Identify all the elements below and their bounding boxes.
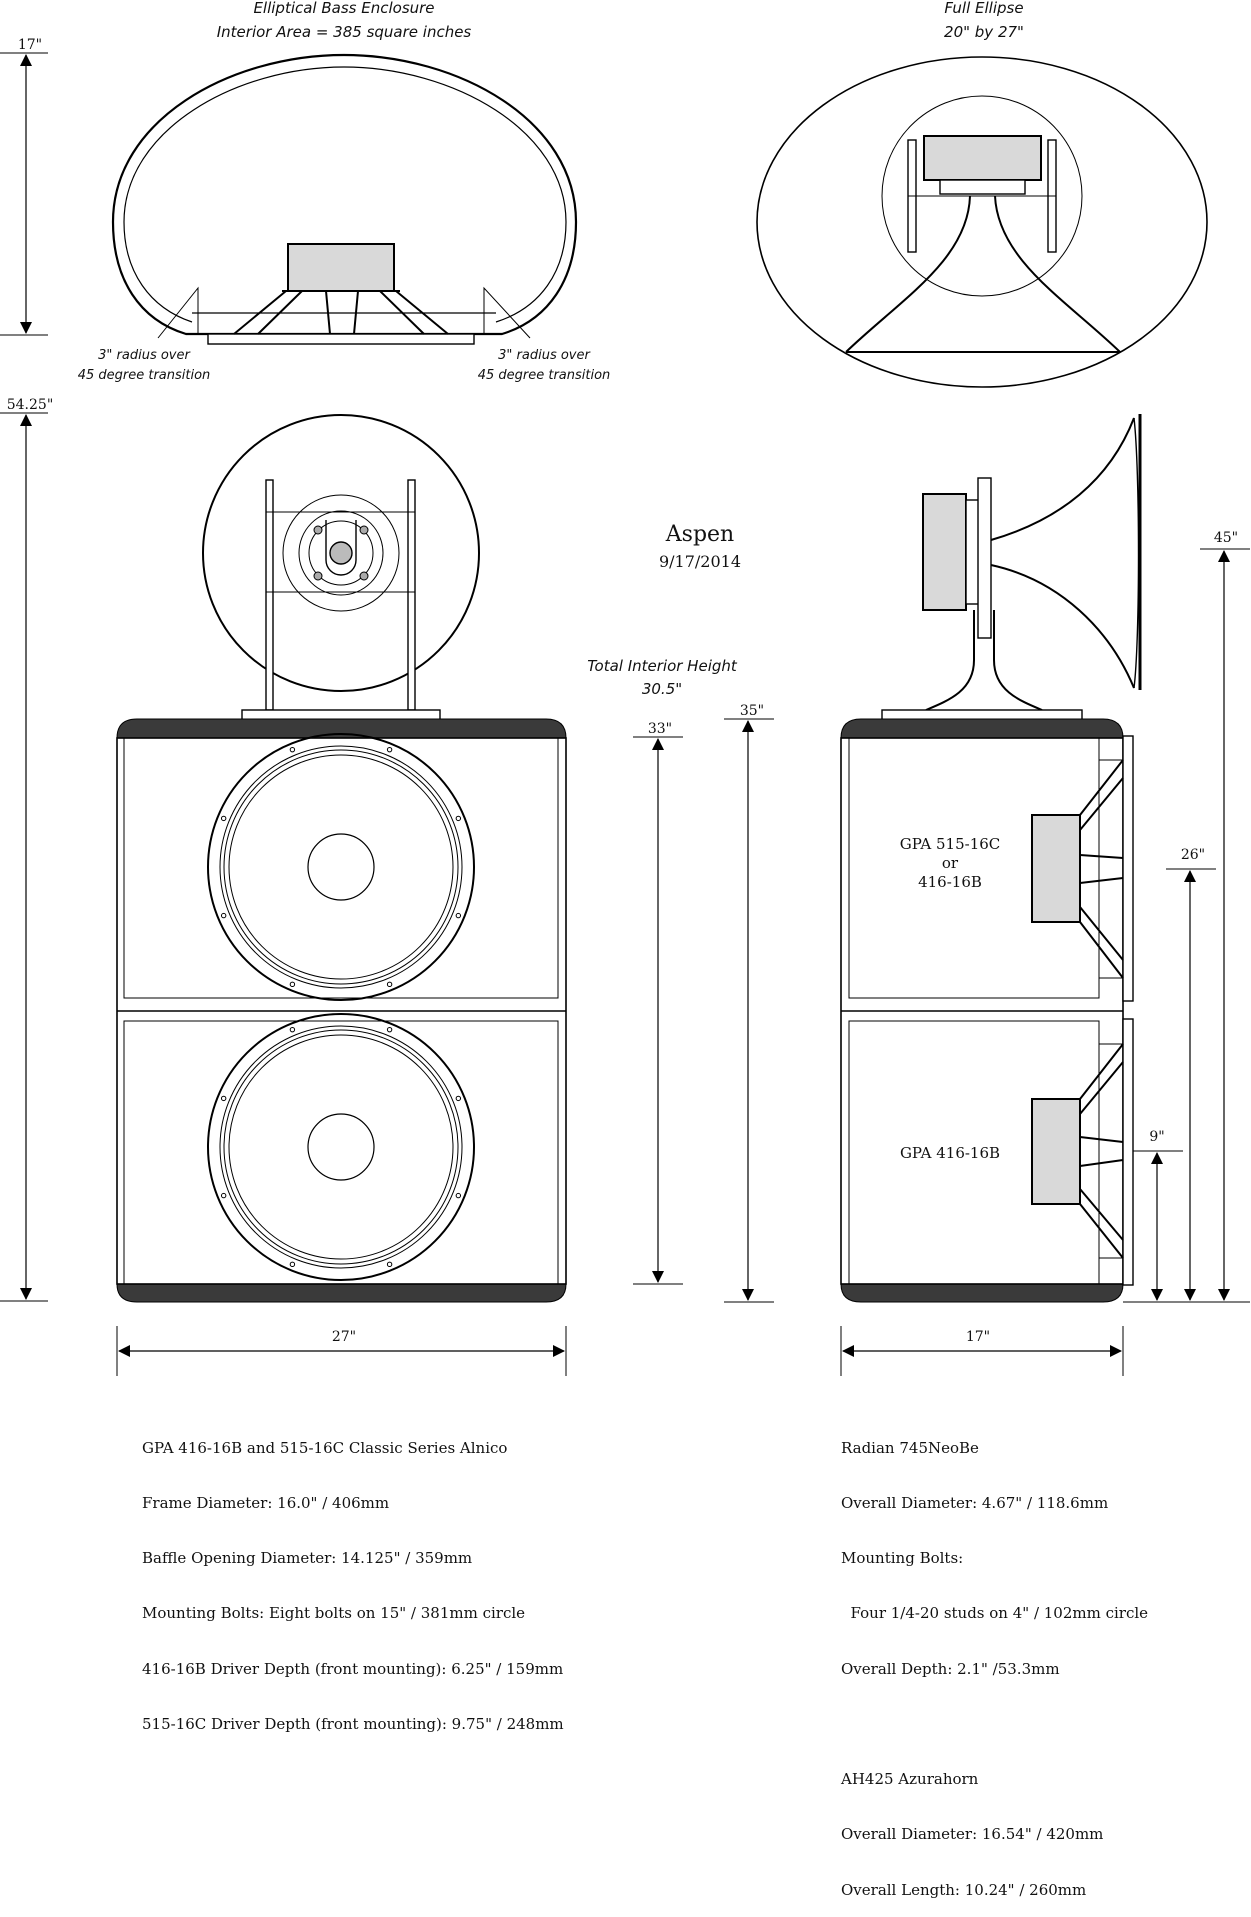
dimension-total-height: 54.25" xyxy=(0,397,54,1302)
dimension-26: 26" xyxy=(1166,847,1216,1301)
note-left-line2: 45 degree transition xyxy=(78,368,211,383)
dim-26-label: 26" xyxy=(1181,847,1205,863)
dimension-35: 35" xyxy=(724,703,774,1303)
bolt-hole xyxy=(455,1192,462,1199)
bolt-hole xyxy=(386,746,393,753)
bolt-hole xyxy=(220,815,227,822)
bolt-hole xyxy=(220,1192,227,1199)
upper-driver-label-3: 416-16B xyxy=(918,873,982,891)
spec-left-line: 515-16C Driver Depth (front mounting): 9… xyxy=(142,1714,564,1733)
ellipse-title: Full Ellipse xyxy=(944,0,1023,17)
side-view: GPA 515-16C or 416-16B GPA 416-16B xyxy=(840,414,1142,1303)
project-date: 9/17/2014 xyxy=(659,552,741,571)
spec-left-line: GPA 416-16B and 515-16C Classic Series A… xyxy=(142,1438,508,1457)
bolt-hole xyxy=(386,1261,393,1268)
dim-total-height-label: 54.25" xyxy=(7,397,54,413)
spec-left-line: 416-16B Driver Depth (front mounting): 6… xyxy=(142,1659,564,1678)
woofer-bolts xyxy=(220,746,462,1268)
interior-height-label: Total Interior Height xyxy=(587,657,738,675)
dimension-9: 9" xyxy=(1133,1129,1183,1301)
elliptical-enclosure-section: Elliptical Bass Enclosure Interior Area … xyxy=(78,0,611,383)
dimension-17-side: 17" xyxy=(840,1326,1124,1376)
spec-left-line: Frame Diameter: 16.0" / 406mm xyxy=(142,1494,390,1513)
dim-35-label: 35" xyxy=(740,703,764,719)
interior-height-value: 30.5" xyxy=(642,680,682,698)
spec-left-line: Baffle Opening Diameter: 14.125" / 359mm xyxy=(142,1549,473,1568)
bolt-hole xyxy=(386,1026,393,1033)
spec-right-line: Overall Depth: 2.1" /53.3mm xyxy=(841,1659,1060,1678)
dim-top-height-label: 17" xyxy=(18,37,42,53)
dimension-33: 33" xyxy=(633,721,683,1285)
note-left-line1: 3" radius over xyxy=(98,348,191,363)
enclosure-subtitle: Interior Area = 385 square inches xyxy=(217,23,472,41)
spec-right-line xyxy=(841,1715,1148,1733)
bolt-hole xyxy=(220,912,227,919)
spec-right-line: Radian 745NeoBe xyxy=(841,1438,979,1457)
driver-specs-right: Radian 745NeoBe Overall Diameter: 4.67" … xyxy=(841,1402,1148,1917)
spec-right-line: Mounting Bolts: xyxy=(841,1549,964,1568)
driver-specs-left: GPA 416-16B and 515-16C Classic Series A… xyxy=(142,1402,564,1752)
bolt-hole xyxy=(455,815,462,822)
ellipse-subtitle: 20" by 27" xyxy=(944,23,1024,41)
bolt-hole xyxy=(289,1261,296,1268)
speaker-drawing: Elliptical Bass Enclosure Interior Area … xyxy=(0,0,1250,1376)
enclosure-title: Elliptical Bass Enclosure xyxy=(253,0,434,17)
spec-right-line: Overall Diameter: 4.67" / 118.6mm xyxy=(841,1494,1109,1513)
dim-width-side-label: 17" xyxy=(966,1329,990,1345)
bolt-hole xyxy=(455,1095,462,1102)
dim-width-front-label: 27" xyxy=(332,1329,356,1345)
bolt-hole xyxy=(289,1026,296,1033)
spec-right-line: Overall Length: 10.24" / 260mm xyxy=(841,1880,1087,1899)
note-right-line1: 3" radius over xyxy=(498,348,591,363)
dimension-top-17: 17" xyxy=(0,37,48,336)
bolt-hole xyxy=(289,981,296,988)
spec-left-line: Mounting Bolts: Eight bolts on 15" / 381… xyxy=(142,1604,526,1623)
dim-45-label: 45" xyxy=(1214,530,1238,546)
dim-33-label: 33" xyxy=(648,721,672,737)
dimension-45: 45" xyxy=(1200,530,1250,1301)
spec-right-line: AH425 Azurahorn xyxy=(841,1770,979,1789)
lower-driver-label: GPA 416-16B xyxy=(900,1144,1000,1162)
project-name: Aspen xyxy=(665,522,734,547)
upper-driver-label-1: GPA 515-16C xyxy=(900,835,1001,853)
bolt-hole xyxy=(386,981,393,988)
bolt-hole xyxy=(455,912,462,919)
bolt-hole xyxy=(220,1095,227,1102)
full-ellipse-view: Full Ellipse 20" by 27" xyxy=(756,0,1208,388)
front-view xyxy=(116,414,567,1303)
upper-driver-label-2: or xyxy=(942,854,959,872)
spec-right-line: Overall Diameter: 16.54" / 420mm xyxy=(841,1825,1104,1844)
note-right-line2: 45 degree transition xyxy=(478,368,611,383)
bolt-hole xyxy=(289,746,296,753)
spec-right-line: Four 1/4-20 studs on 4" / 102mm circle xyxy=(841,1604,1149,1623)
dimension-width-27: 27" xyxy=(116,1326,567,1376)
dim-9-label: 9" xyxy=(1149,1129,1164,1145)
